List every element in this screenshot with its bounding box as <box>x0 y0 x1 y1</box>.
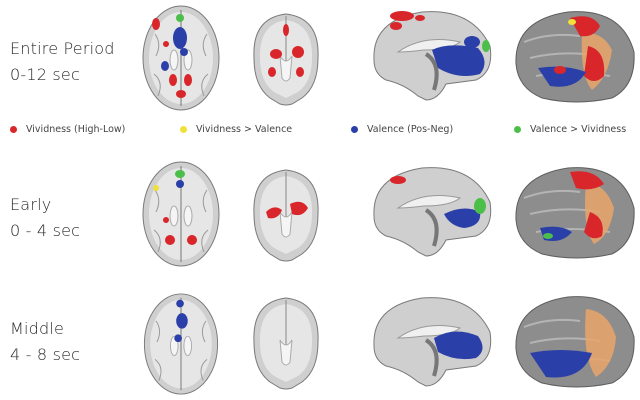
row-label: Entire Period 0-12 sec <box>10 36 115 88</box>
sagittal-slice <box>373 297 492 387</box>
row-title: Entire Period <box>10 39 115 58</box>
green-dot-icon <box>514 126 521 133</box>
legend-label: Valence > Vividness <box>530 124 627 135</box>
row-early: Early 0 - 4 sec <box>0 158 640 267</box>
legend: Vividness (High-Low) Vividness > Valence… <box>0 124 640 140</box>
legend-label: Vividness > Valence <box>196 124 293 135</box>
row-middle: Middle 4 - 8 sec <box>0 288 640 396</box>
coronal-slice <box>253 297 319 390</box>
sagittal-slice <box>373 11 492 101</box>
row-time: 0 - 4 sec <box>10 221 81 240</box>
row-title: Middle <box>10 319 65 338</box>
legend-label: Valence (Pos-Neg) <box>367 124 454 135</box>
blue-dot-icon <box>351 126 358 133</box>
axial-slice <box>143 293 219 395</box>
row-label: Middle 4 - 8 sec <box>10 316 80 368</box>
row-label: Early 0 - 4 sec <box>10 192 80 244</box>
coronal-slice <box>253 13 319 106</box>
axial-slice <box>142 161 220 267</box>
legend-item-valence-gt-vividness: Valence > Vividness <box>514 124 626 135</box>
legend-item-valence: Valence (Pos-Neg) <box>351 124 453 135</box>
surface-render <box>515 296 635 388</box>
row-time: 0-12 sec <box>10 65 80 84</box>
coronal-slice <box>253 169 319 262</box>
yellow-dot-icon <box>180 126 187 133</box>
legend-label: Vividness (High-Low) <box>26 124 126 135</box>
surface-render <box>515 167 635 259</box>
row-entire-period: Entire Period 0-12 sec <box>0 0 640 111</box>
row-time: 4 - 8 sec <box>10 345 81 364</box>
legend-item-vividness-gt-valence: Vividness > Valence <box>180 124 292 135</box>
sagittal-slice <box>373 167 492 257</box>
surface-render <box>515 11 635 103</box>
red-dot-icon <box>10 126 17 133</box>
legend-item-vividness: Vividness (High-Low) <box>10 124 125 135</box>
row-title: Early <box>10 195 52 214</box>
axial-slice <box>142 5 220 111</box>
